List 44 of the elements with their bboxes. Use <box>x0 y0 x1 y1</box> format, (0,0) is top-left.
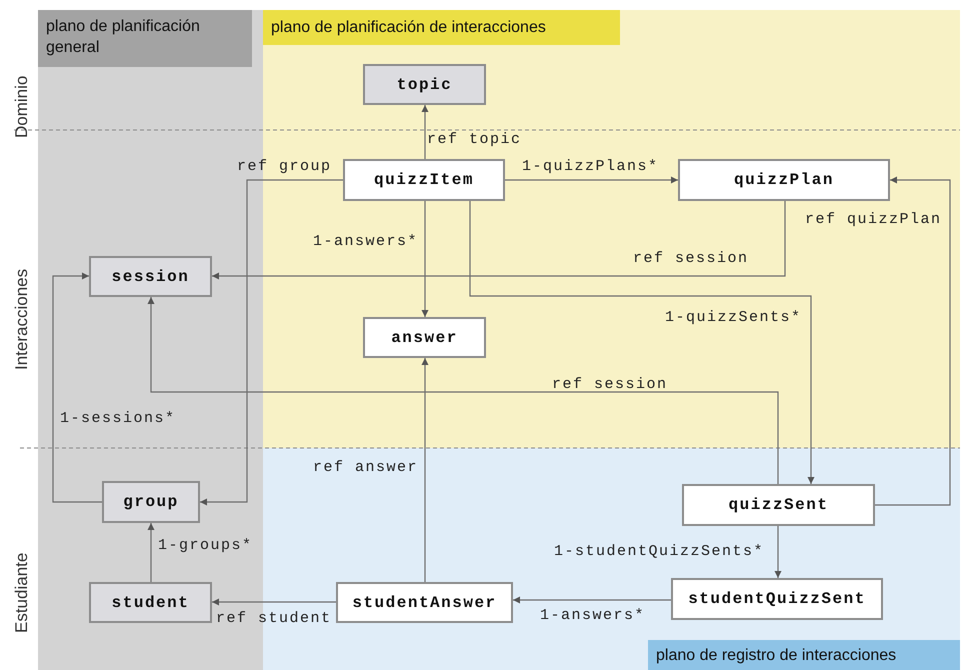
edge-label: 1-sessions* <box>60 410 176 427</box>
class-box: quizzPlan <box>678 159 890 201</box>
connector-arrow <box>774 526 782 578</box>
connector-arrow <box>200 179 343 506</box>
connector-arrow <box>147 523 155 582</box>
class-box: studentQuizzSent <box>671 578 883 620</box>
edge-label: 1-answers* <box>313 233 418 250</box>
class-box: group <box>102 481 200 523</box>
class-box: quizzSent <box>682 484 875 526</box>
edge-label: ref topic <box>427 131 522 148</box>
plane-heading: plano de registro de interacciones <box>648 640 960 670</box>
connector-arrow <box>421 105 429 159</box>
edge-label: ref session <box>552 376 668 393</box>
connector-arrow <box>212 598 336 606</box>
edge-label: ref quizzPlan <box>805 211 942 228</box>
plane-heading: plano de planificación de interacciones <box>263 10 620 45</box>
connector-arrow <box>52 272 102 503</box>
class-box: quizzItem <box>343 159 505 201</box>
edge-label: ref answer <box>313 459 418 476</box>
edge-label: ref session <box>633 250 749 267</box>
connector-arrow <box>875 176 951 506</box>
class-box: student <box>89 582 212 623</box>
edge-label: 1-studentQuizzSents* <box>554 543 764 560</box>
row-label: Estudiante <box>12 552 32 633</box>
connector-arrow <box>147 297 779 484</box>
class-box: studentAnswer <box>336 582 513 623</box>
connector-arrow <box>469 201 815 484</box>
edge-label: 1-groups* <box>158 537 253 554</box>
plane-heading: plano de planificación general <box>38 10 252 67</box>
connector-arrow <box>212 201 786 280</box>
connector-arrow <box>513 596 671 604</box>
row-label: Interacciones <box>12 268 32 370</box>
class-box: topic <box>363 64 486 105</box>
connector-arrow <box>421 201 429 317</box>
edge-label: 1-quizzSents* <box>665 309 802 326</box>
edge-label: 1-quizzPlans* <box>522 158 659 175</box>
class-box: session <box>89 256 212 297</box>
row-label: Dominio <box>12 76 32 138</box>
connector-arrow <box>421 358 429 582</box>
edge-label: ref student <box>216 610 332 627</box>
edge-label: ref group <box>237 158 332 175</box>
connector-arrow <box>505 176 678 184</box>
class-box: answer <box>363 317 486 358</box>
edge-label: 1-answers* <box>540 607 646 624</box>
